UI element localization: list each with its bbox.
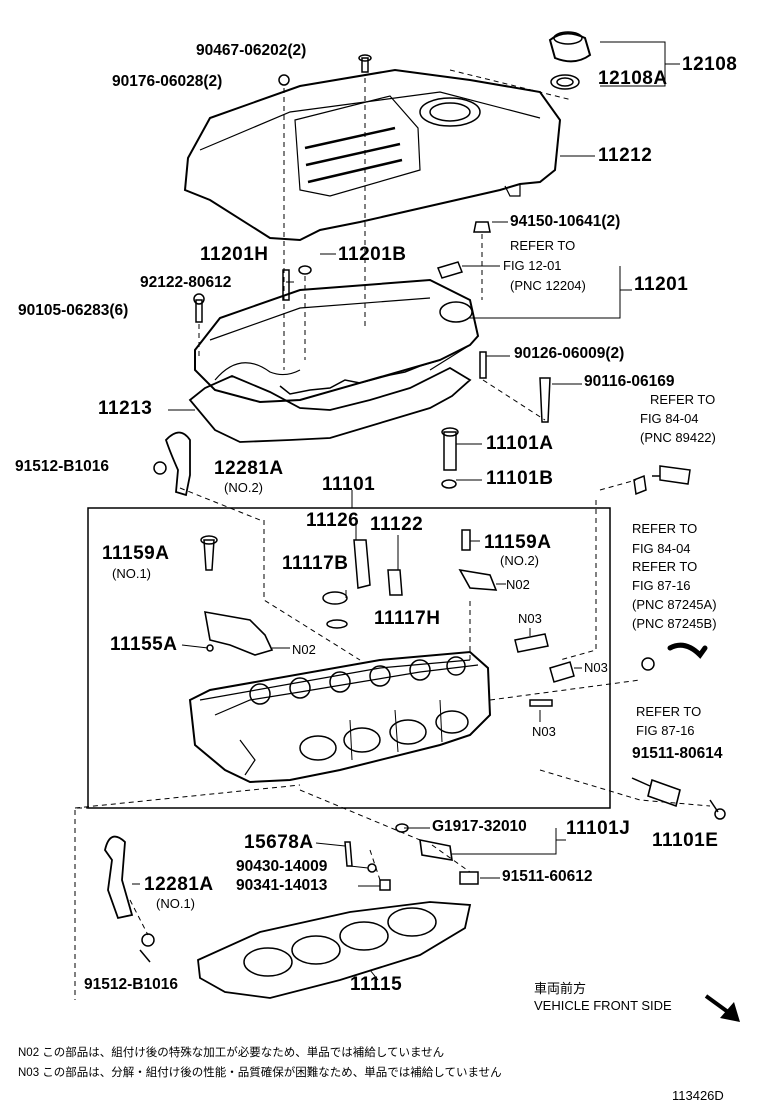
right-side-parts xyxy=(631,465,726,820)
vehicle-front-jp: 車両前方 xyxy=(534,981,587,996)
footnote-n02: N02 この部品は、組付け後の特殊な加工が必要なため、単品では補給していません xyxy=(18,1047,445,1059)
cover-bolts xyxy=(278,54,372,86)
part-label-90116: 90116-06169 xyxy=(584,373,675,390)
head-cover-11201 xyxy=(194,278,480,404)
part-label-11155A: 11155A xyxy=(110,634,178,655)
leader-lines-bottom xyxy=(132,827,566,981)
qualifier-no2-right: (NO.2) xyxy=(500,553,539,568)
reference-fig-87-16-a-line3: (PNC 87245A) xyxy=(632,597,717,612)
figure-id: 113426D xyxy=(672,1088,724,1103)
reference-fig-87-16-b-line2: FIG 87-16 xyxy=(636,723,695,738)
footnote-n03: N03 この部品は、分解・組付け後の性能・品質確保が困難なため、単品では補給して… xyxy=(18,1067,502,1079)
part-label-G1917: G1917-32010 xyxy=(432,818,527,835)
reference-fig-12-01-line1: REFER TO xyxy=(510,238,576,253)
reference-fig-87-16-a-line4: (PNC 87245B) xyxy=(632,616,717,631)
part-label-11159A-right: 11159A xyxy=(484,532,552,553)
part-label-11117H: 11117H xyxy=(374,608,441,629)
reference-fig-84-04-a-line1: REFER TO xyxy=(650,392,716,407)
qualifier-n03-b: N03 xyxy=(584,660,608,675)
part-label-91512-top: 91512-B1016 xyxy=(15,458,109,475)
reference-fig-84-04-b-line2: FIG 84-04 xyxy=(632,541,691,556)
part-label-11115: 11115 xyxy=(350,974,403,995)
cylinder-head-11101 xyxy=(188,650,492,784)
qualifier-n03-c: N03 xyxy=(532,724,556,739)
reference-fig-87-16-a-line1: REFER TO xyxy=(632,559,698,574)
qualifier-no2-bracket: (NO.2) xyxy=(224,480,263,495)
qualifier-n02-right: N02 xyxy=(506,577,530,592)
leader-lines-top xyxy=(168,41,680,481)
part-label-91511-60612: 91511-60612 xyxy=(502,868,593,885)
qualifier-n03-a: N03 xyxy=(518,611,542,626)
part-label-11122: 11122 xyxy=(370,514,424,535)
part-label-90467: 90467-06202(2) xyxy=(196,42,307,59)
reference-fig-84-04-b-line1: REFER TO xyxy=(632,521,698,536)
part-label-12281A-bottom: 12281A xyxy=(144,874,214,895)
oil-cap-12108 xyxy=(548,31,592,90)
part-label-11117B: 11117B xyxy=(282,553,349,574)
part-label-11101B: 11101B xyxy=(486,468,554,489)
dashed-lines-middle xyxy=(74,479,711,1000)
part-label-11212: 11212 xyxy=(598,145,653,166)
part-label-11201H: 11201H xyxy=(200,244,269,265)
gasket-11213 xyxy=(188,366,472,443)
reference-fig-87-16-b-line1: REFER TO xyxy=(636,704,702,719)
part-label-12108A: 12108A xyxy=(598,68,668,89)
reference-fig-84-04-a-line3: (PNC 89422) xyxy=(640,430,716,445)
qualifier-n02-left: N02 xyxy=(292,642,316,657)
part-label-90430: 90430-14009 xyxy=(236,858,328,875)
part-label-11101: 11101 xyxy=(322,474,376,495)
reference-fig-12-01-line2: FIG 12-01 xyxy=(503,258,562,273)
part-label-11159A-left: 11159A xyxy=(102,543,170,564)
part-label-11213: 11213 xyxy=(98,398,153,419)
part-label-90105: 90105-06283(6) xyxy=(18,302,129,319)
part-label-90126: 90126-06009(2) xyxy=(514,345,625,362)
part-label-11101A: 11101A xyxy=(486,433,554,454)
head-cover-fasteners xyxy=(193,221,551,489)
part-label-12108: 12108 xyxy=(682,54,738,75)
bracket-12281A-no2 xyxy=(153,431,191,497)
reference-fig-87-16-a-line2: FIG 87-16 xyxy=(632,578,691,593)
reference-fig-84-04-a-line2: FIG 84-04 xyxy=(640,411,699,426)
part-label-11101E: 11101E xyxy=(652,830,719,851)
leader-lines-box xyxy=(181,520,582,722)
part-label-92122: 92122-80612 xyxy=(140,274,232,291)
cylinder-head-internals xyxy=(200,529,575,707)
reference-fig-12-01-line3: (PNC 12204) xyxy=(510,278,586,293)
part-label-91512-bottom: 91512-B1016 xyxy=(84,976,178,993)
part-label-15678A: 15678A xyxy=(244,832,314,853)
part-label-11101J: 11101J xyxy=(566,818,631,839)
part-label-94150: 94150-10641(2) xyxy=(510,213,621,230)
head-gasket-11115 xyxy=(197,901,472,999)
part-label-12281A-top: 12281A xyxy=(214,458,284,479)
part-label-90176: 90176-06028(2) xyxy=(112,73,223,90)
engine-cover-11212 xyxy=(183,68,562,242)
vehicle-front-en: VEHICLE FRONT SIDE xyxy=(534,998,672,1013)
cylinder-head-group-box xyxy=(87,507,611,809)
part-label-91511-80614: 91511-80614 xyxy=(632,745,723,762)
dashed-lines-top xyxy=(198,69,573,421)
part-label-11126: 11126 xyxy=(306,510,360,531)
qualifier-no1-left: (NO.1) xyxy=(112,566,151,581)
part-label-11201B: 11201B xyxy=(338,244,407,265)
qualifier-no1-bracket: (NO.1) xyxy=(156,896,195,911)
part-label-11201: 11201 xyxy=(634,274,689,295)
front-arrow-icon xyxy=(704,994,740,1022)
part-label-90341: 90341-14013 xyxy=(236,877,328,894)
